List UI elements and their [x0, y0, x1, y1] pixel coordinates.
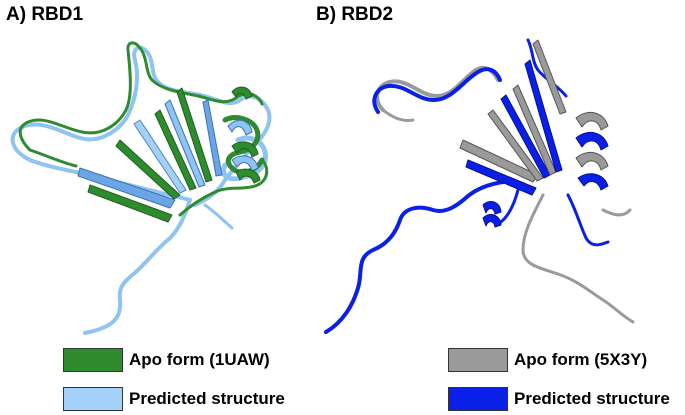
- legend-label-rbd1-predicted: Predicted structure: [129, 389, 285, 408]
- legend-item-rbd2-apo: Apo form (5X3Y): [448, 348, 647, 372]
- legend-swatch-rbd1-apo: [63, 348, 123, 372]
- legend-label-rbd2-apo: Apo form (5X3Y): [514, 350, 648, 369]
- panel-a-title: A) RBD1: [6, 4, 84, 25]
- legend-swatch-rbd2-apo: [448, 348, 508, 372]
- legend-swatch-rbd1-predicted: [63, 387, 123, 411]
- legend-label-rbd1-apo: Apo form (1UAW): [129, 350, 270, 369]
- legend-item-rbd2-predicted: Predicted structure: [448, 387, 670, 411]
- panel-b-title: B) RBD2: [316, 4, 394, 25]
- rbd2-structure-image: [324, 38, 635, 334]
- legend-label-rbd2-predicted: Predicted structure: [514, 389, 670, 408]
- rbd2-helices: [482, 111, 609, 228]
- rbd1-structure-image: [10, 41, 272, 335]
- legend-item-rbd1-predicted: Predicted structure: [63, 387, 285, 411]
- rbd2-beta-sheet: [459, 39, 567, 196]
- rbd1-beta-sheet: [77, 87, 223, 223]
- rbd2-predicted-ribbon: [324, 38, 610, 334]
- legend-swatch-rbd2-predicted: [448, 387, 508, 411]
- legend-item-rbd1-apo: Apo form (1UAW): [63, 348, 270, 372]
- rbd1-helices: [227, 86, 261, 184]
